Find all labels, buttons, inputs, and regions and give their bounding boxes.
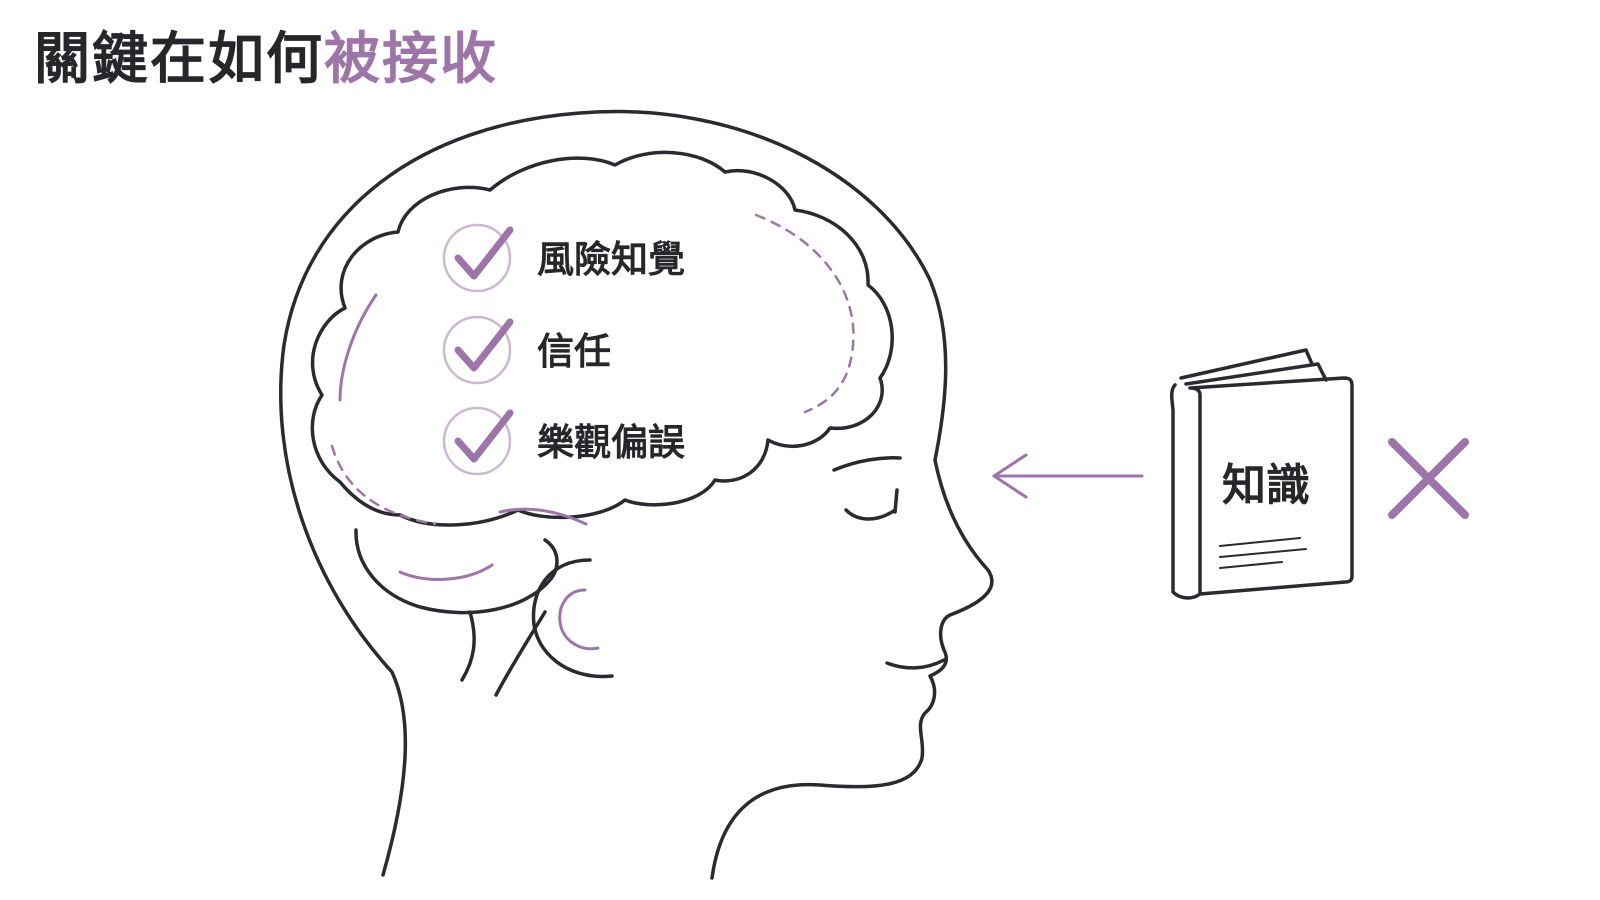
book-text-line bbox=[1219, 537, 1301, 547]
brain-outline bbox=[310, 150, 894, 527]
head-profile bbox=[279, 109, 994, 880]
eyelid-crease bbox=[893, 488, 899, 514]
brain-item-optimism-bias: 樂觀偏誤 bbox=[442, 406, 685, 476]
brain bbox=[310, 150, 894, 615]
brain-fold-dashed-left bbox=[330, 444, 437, 526]
book-spine bbox=[1170, 383, 1202, 600]
check-circle-icon bbox=[442, 315, 514, 385]
brain-item-label: 信任 bbox=[537, 330, 611, 373]
x-mark-icon bbox=[1388, 438, 1469, 519]
neck-front-line bbox=[494, 610, 547, 697]
book-label: 知識 bbox=[1222, 460, 1310, 511]
check-circle-icon bbox=[442, 406, 514, 476]
brainstem bbox=[354, 528, 559, 615]
book-pages-back bbox=[1179, 348, 1314, 380]
page-title: 關鍵在如何被接收 bbox=[34, 27, 498, 92]
eyebrow bbox=[832, 456, 902, 472]
brain-fold-bottom bbox=[498, 507, 588, 526]
book-text-line bbox=[1219, 561, 1283, 569]
brain-fold-left bbox=[338, 293, 378, 402]
closed-eye bbox=[844, 508, 897, 521]
title-dark-part: 關鍵在如何 bbox=[34, 27, 324, 92]
neck-back-line bbox=[460, 610, 476, 682]
brain-fold-dashed-right bbox=[754, 213, 855, 414]
head-outline bbox=[279, 109, 994, 880]
brain-items: 風險知覺 信任 樂觀偏誤 bbox=[442, 223, 685, 476]
brain-item-label: 樂觀偏誤 bbox=[537, 421, 685, 464]
brain-item-risk-perception: 風險知覺 bbox=[442, 223, 685, 293]
mouth bbox=[885, 658, 946, 670]
book-pages-mid bbox=[1184, 362, 1328, 386]
book-icon: 知識 bbox=[1170, 348, 1354, 600]
book-text-line bbox=[1219, 548, 1307, 558]
cerebellum-fold bbox=[398, 563, 494, 581]
ear-outer bbox=[531, 558, 614, 679]
title-accent-part: 被接收 bbox=[324, 27, 498, 92]
arrow-left-icon bbox=[992, 453, 1144, 499]
brain-item-label: 風險知覺 bbox=[537, 238, 685, 281]
check-circle-icon bbox=[442, 223, 514, 293]
brain-item-trust: 信任 bbox=[442, 315, 611, 385]
ear-inner bbox=[558, 588, 600, 651]
book-cover bbox=[1188, 376, 1354, 596]
